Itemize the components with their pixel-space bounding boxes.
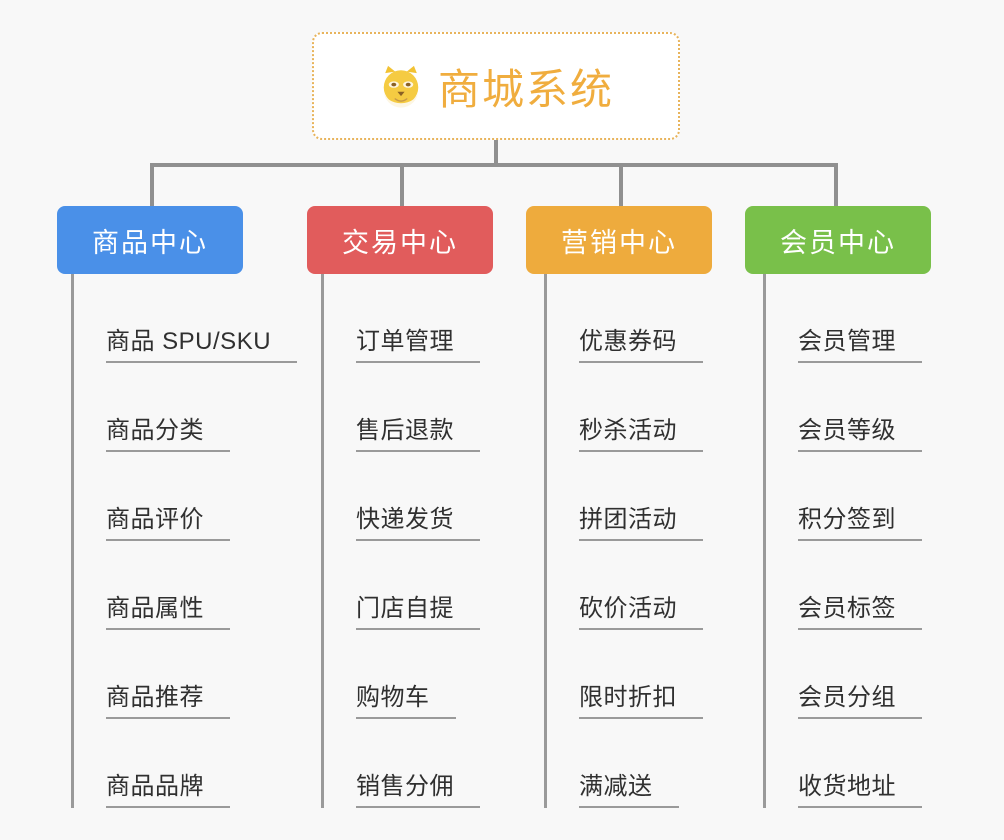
- root-node[interactable]: 商城系统: [312, 32, 680, 140]
- leaf-label: 商品分类: [106, 417, 230, 452]
- connector-root-stem: [494, 140, 498, 165]
- category-header-0[interactable]: 商品中心: [57, 206, 243, 274]
- list-item[interactable]: 订单管理: [324, 274, 480, 363]
- leaf-column-3: 会员管理 会员等级 积分签到 会员标签 会员分组 收货地址: [763, 274, 922, 808]
- list-item[interactable]: 商品属性: [74, 541, 297, 630]
- category-header-1[interactable]: 交易中心: [307, 206, 493, 274]
- leaf-label: 销售分佣: [356, 773, 480, 808]
- list-item[interactable]: 满减送: [547, 719, 703, 808]
- connector-horizontal-bus: [150, 163, 838, 167]
- category-label: 会员中心: [780, 227, 896, 258]
- connector-drop-4: [834, 163, 838, 206]
- shiba-dog-icon: [378, 63, 424, 109]
- list-item[interactable]: 商品 SPU/SKU: [74, 274, 298, 363]
- list-item[interactable]: 商品评价: [74, 452, 297, 541]
- category-label: 营销中心: [561, 227, 677, 258]
- root-title: 商城系统: [437, 65, 614, 113]
- leaf-label: 商品评价: [106, 506, 230, 541]
- leaf-label: 满减送: [579, 773, 679, 808]
- list-item[interactable]: 快递发货: [324, 452, 480, 541]
- list-item[interactable]: 限时折扣: [547, 630, 703, 719]
- leaf-column-0: 商品 SPU/SKU 商品分类 商品评价 商品属性 商品推荐 商品品牌: [71, 274, 298, 808]
- leaf-label: 商品品牌: [106, 773, 230, 808]
- list-item[interactable]: 优惠券码: [547, 274, 703, 363]
- list-item[interactable]: 砍价活动: [547, 541, 703, 630]
- leaf-label: 门店自提: [356, 595, 480, 630]
- connector-drop-2: [400, 163, 404, 206]
- category-label: 交易中心: [342, 227, 458, 258]
- list-item[interactable]: 会员等级: [766, 363, 922, 452]
- connector-drop-1: [150, 163, 154, 206]
- leaf-label: 商品推荐: [106, 684, 230, 719]
- list-item[interactable]: 商品品牌: [74, 719, 297, 808]
- connector-drop-3: [619, 163, 623, 206]
- leaf-label: 会员等级: [798, 417, 922, 452]
- list-item[interactable]: 积分签到: [766, 452, 922, 541]
- leaf-column-2: 优惠券码 秒杀活动 拼团活动 砍价活动 限时折扣 满减送: [544, 274, 703, 808]
- leaf-label: 秒杀活动: [579, 417, 703, 452]
- list-item[interactable]: 门店自提: [324, 541, 480, 630]
- leaf-label: 订单管理: [356, 328, 480, 363]
- list-item[interactable]: 购物车: [324, 630, 480, 719]
- category-header-2[interactable]: 营销中心: [526, 206, 712, 274]
- list-item[interactable]: 会员标签: [766, 541, 922, 630]
- leaf-column-1: 订单管理 售后退款 快递发货 门店自提 购物车 销售分佣: [321, 274, 480, 808]
- leaf-label: 积分签到: [798, 506, 922, 541]
- leaf-label: 售后退款: [356, 417, 480, 452]
- leaf-label: 商品属性: [106, 595, 230, 630]
- leaf-label: 优惠券码: [579, 328, 703, 363]
- leaf-label: 限时折扣: [579, 684, 703, 719]
- category-label: 商品中心: [92, 227, 208, 258]
- leaf-label: 会员管理: [798, 328, 922, 363]
- list-item[interactable]: 会员分组: [766, 630, 922, 719]
- leaf-label: 会员标签: [798, 595, 922, 630]
- list-item[interactable]: 秒杀活动: [547, 363, 703, 452]
- list-item[interactable]: 会员管理: [766, 274, 922, 363]
- category-header-3[interactable]: 会员中心: [745, 206, 931, 274]
- leaf-label: 收货地址: [798, 773, 922, 808]
- list-item[interactable]: 拼团活动: [547, 452, 703, 541]
- list-item[interactable]: 收货地址: [766, 719, 922, 808]
- leaf-label: 拼团活动: [579, 506, 703, 541]
- list-item[interactable]: 销售分佣: [324, 719, 480, 808]
- list-item[interactable]: 商品推荐: [74, 630, 297, 719]
- list-item[interactable]: 售后退款: [324, 363, 480, 452]
- leaf-label: 砍价活动: [579, 595, 703, 630]
- leaf-label: 快递发货: [356, 506, 480, 541]
- leaf-label: 会员分组: [798, 684, 922, 719]
- list-item[interactable]: 商品分类: [74, 363, 297, 452]
- leaf-label: 商品 SPU/SKU: [106, 328, 298, 363]
- leaf-label: 购物车: [356, 684, 456, 719]
